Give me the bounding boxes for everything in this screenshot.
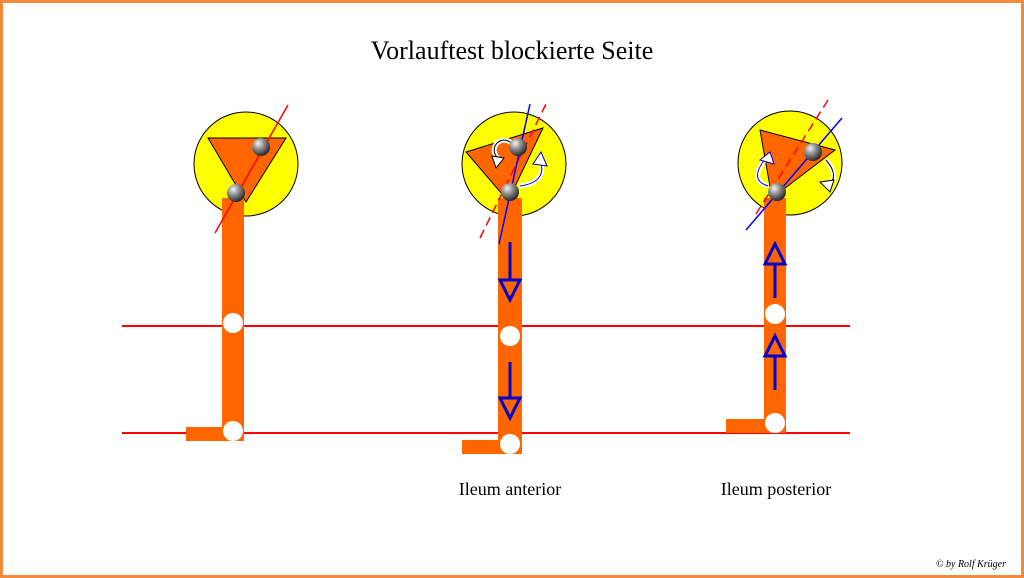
joint-ball-left-lower (227, 184, 245, 202)
copyright-signature: © by Rolf Krüger (935, 559, 1006, 570)
joint-ball-left-upper (252, 138, 270, 156)
axis-line-right-blue (745, 117, 843, 231)
arrow-down-icon-middle-lower (497, 362, 523, 422)
marker-right-upper (765, 304, 785, 324)
axis-line-middle-blue (498, 103, 531, 245)
joint-ball-middle-upper (509, 138, 527, 156)
axis-line-middle-red (479, 99, 549, 239)
axis-line-right-red (755, 99, 829, 215)
rotation-arrow-right-left-head (758, 151, 775, 165)
rotation-arrow-middle-right-head (532, 150, 548, 167)
figure-middle (461, 99, 567, 454)
rotation-arrow-right-right-head (818, 179, 835, 193)
marker-middle-lower (500, 434, 520, 454)
marker-right-lower (765, 413, 785, 433)
joint-ball-right-upper (804, 143, 822, 161)
marker-left-upper (223, 313, 243, 333)
marker-left-lower (223, 421, 243, 441)
joint-ball-middle-lower (501, 183, 519, 201)
marker-middle-upper (500, 326, 520, 346)
arrow-up-icon-right-lower (762, 332, 788, 390)
arrow-up-icon-right-upper (762, 240, 788, 298)
caption-ileum-posterior: Ileum posterior (720, 479, 832, 499)
axis-line-left (214, 104, 289, 234)
figure-right (726, 99, 843, 433)
caption-ileum-anterior: Ileum anterior (458, 479, 562, 499)
arrow-down-icon-middle-upper (497, 242, 523, 304)
rotation-arrow-right-left-edge (757, 157, 769, 187)
rotation-arrow-middle-left-head (491, 155, 505, 170)
slide-title: Vorlauftest blockierte Seite (370, 36, 654, 65)
figure-left (186, 104, 299, 441)
joint-ball-right-lower (768, 183, 786, 201)
